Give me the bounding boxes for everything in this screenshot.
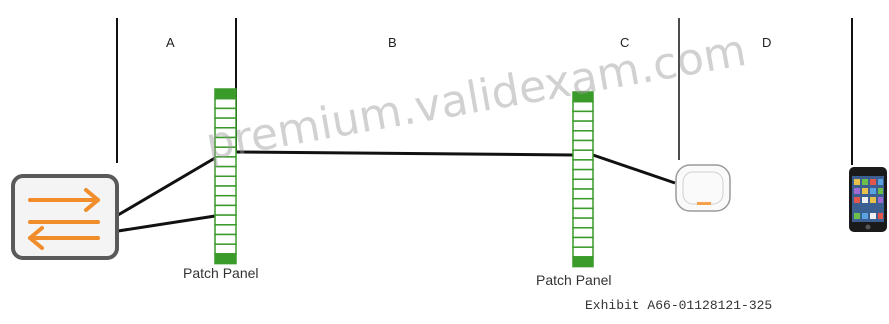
smartphone-icon [849,167,887,232]
patch-panel-port [214,185,237,197]
segment-label-b: B [388,35,397,50]
patch-panel-port [572,197,594,210]
patch-panel-port [214,214,237,226]
patch-panel-port [572,178,594,190]
patch-panel-port [572,159,594,171]
patch-panel-port [572,246,594,258]
patch-panel-port [214,233,237,245]
segment-label-c: C [620,35,630,50]
patch-panel-icon [572,91,594,268]
patch-panel-port [214,97,237,110]
patch-panel-icon [214,88,237,265]
cable-switch-to-patch-panel [117,156,216,217]
patch-panel-port [214,224,237,236]
patch-panel-port [214,194,237,207]
patch-panel-port [572,217,594,229]
patch-panel-label: Patch Panel [183,265,259,281]
patch-panel-port [214,88,237,100]
patch-panel-port [572,168,594,181]
patch-panel-port [572,130,594,142]
patch-panel-port [572,236,594,248]
segment-label-d: D [762,35,772,50]
patch-panel-port [214,243,237,255]
patch-panel-port [572,256,594,268]
patch-panel-port [572,120,594,132]
patch-panel-port [572,139,594,151]
patch-panel-port [572,149,594,161]
exhibit-caption: Exhibit A66-01128121-325 [585,298,773,313]
cable-patch-panel-to-patch-panel [235,150,574,157]
patch-panel-port [572,227,594,239]
patch-panel-port [572,110,594,122]
segment-label-a: A [166,35,175,50]
patch-panel-port [214,175,237,187]
switch-icon [11,174,119,260]
patch-panel-label: Patch Panel [536,272,612,288]
access-point-icon [675,164,731,212]
cable-switch-to-patch-panel [117,214,216,233]
patch-panel-port [214,204,237,216]
patch-panel-port [572,188,594,200]
patch-panel-port [572,207,594,219]
patch-panel-port [214,253,237,265]
cable-patch-panel-to-access-point [592,153,676,185]
